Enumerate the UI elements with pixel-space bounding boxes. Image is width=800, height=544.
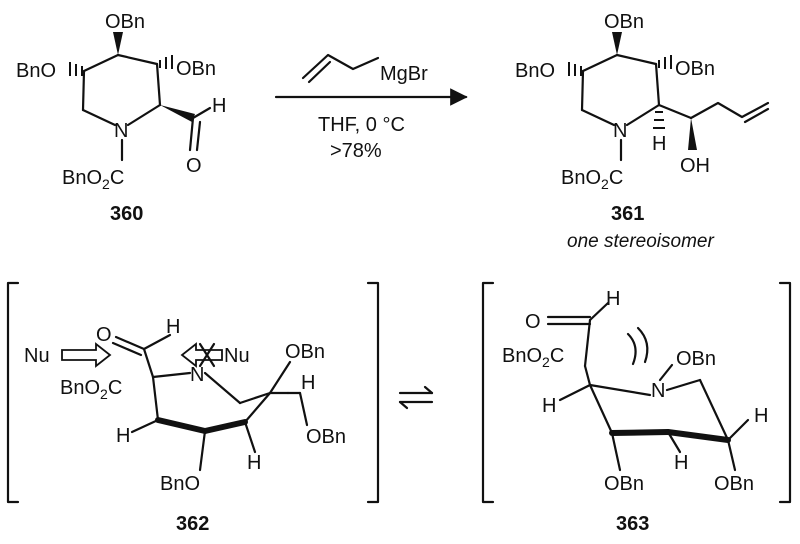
hollow-arrow [61,342,112,368]
compound-number: 363 [616,513,649,535]
hydroxyl-label: OH [680,155,710,177]
wedge-bond [113,32,123,55]
obn-label: OBn [285,341,325,363]
nitrogen-label: N [114,120,128,142]
hash-bond [568,62,582,76]
hydrogen-label: H [754,405,768,427]
hydrogen-label: H [542,395,556,417]
obn-label: OBn [675,58,715,80]
oxygen-label: O [525,311,541,333]
reaction-yield: >78% [330,140,382,162]
compound-362: Nu Nu O H N BnO2C H OBn H OBn H BnO 362 [24,316,346,535]
reagent-mgbr: MgBr [380,63,428,85]
hydrogen-label: H [247,452,261,474]
obn-label: OBn [676,348,716,370]
oxygen-label: O [96,324,112,346]
bracket-left-362 [6,281,380,504]
hydrogen-label: H [166,316,180,338]
bno-label: BnO [160,473,200,495]
hydrogen-label: H [212,95,226,117]
bracket-right-363 [481,281,792,504]
nitrogen-label: N [190,364,204,386]
hash-bond [159,55,173,69]
obn-label: OBn [714,473,754,495]
bno-label: BnO [515,60,555,82]
obn-label: OBn [604,11,644,33]
hash-bond [658,55,672,69]
hash-bond [69,62,83,76]
obn-label: OBn [604,473,644,495]
carbamate-label: BnO2C [502,345,564,370]
nucleophile-label: Nu [224,345,250,367]
compound-number: 361 [611,203,644,225]
nucleophile-label: Nu [24,345,50,367]
reaction-conditions: THF, 0 °C [318,114,405,136]
obn-label: OBn [306,426,346,448]
stereo-note: one stereoisomer [567,231,714,252]
compound-363: O H BnO2C N OBn H H H OBn OBn 363 [502,288,768,535]
hydrogen-label: H [652,133,666,155]
nitrogen-label: N [613,120,627,142]
compound-360: OBn BnO OBn N H O BnO2C 360 [16,11,226,225]
hydrogen-label: H [606,288,620,310]
oxygen-label: O [186,155,202,177]
reaction-arrow-group: MgBr THF, 0 °C >78% [274,53,468,162]
hollow-arrow-blocked [180,342,223,368]
hydrogen-label: H [674,452,688,474]
obn-label: OBn [105,11,145,33]
compound-number: 360 [110,203,143,225]
compound-361: OBn BnO OBn N H OH BnO2C 361 one stereoi… [515,11,770,252]
bno-label: BnO [16,60,56,82]
hydrogen-label: H [116,425,130,447]
carbamate-label: BnO2C [561,167,623,192]
obn-label: OBn [176,58,216,80]
nitrogen-label: N [651,380,665,402]
equilibrium-arrows [398,385,434,410]
hydrogen-label: H [301,372,315,394]
wedge-bond [688,118,697,150]
carbamate-label: BnO2C [62,167,124,192]
wedge-bond [160,105,195,122]
compound-number: 362 [176,513,209,535]
hash-bond [653,111,665,129]
wedge-bond [612,32,622,55]
carbamate-label: BnO2C [60,377,122,402]
